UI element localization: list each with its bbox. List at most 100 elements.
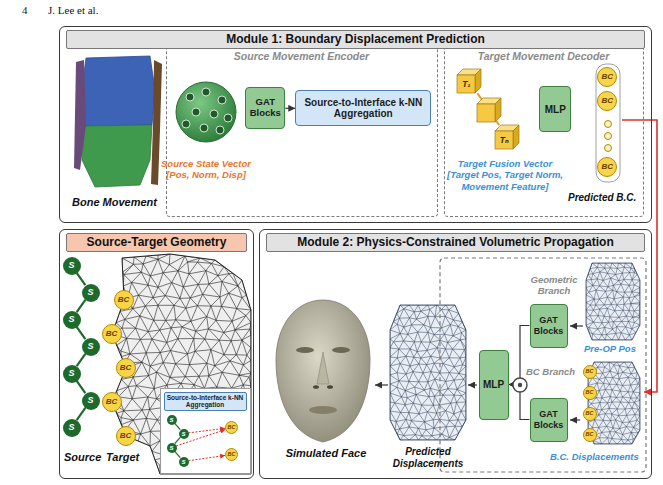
- cube-label: Tₙ: [495, 131, 513, 149]
- bone-left: [74, 60, 86, 170]
- process-box: MLP: [479, 350, 509, 420]
- face-eye: [296, 347, 314, 353]
- triangle-mesh: [586, 263, 640, 340]
- process-box: GAT Blocks: [530, 304, 568, 348]
- page-header: 4: [22, 4, 28, 17]
- connector: [175, 437, 180, 443]
- mesh-edges: [586, 263, 640, 340]
- inset-heading: Source-to-Interface k-NN Aggregation: [164, 392, 247, 412]
- source-cluster: [176, 82, 236, 142]
- bc-node: BC: [102, 324, 122, 344]
- source-node: S: [179, 457, 189, 467]
- cluster-point: [210, 110, 218, 118]
- connector: [77, 381, 86, 393]
- node-label: BC: [602, 73, 614, 81]
- bc-node: BC: [597, 157, 617, 177]
- cube-side: [495, 98, 501, 122]
- figure-label: Geometric Branch: [526, 274, 582, 297]
- panel-title: Source-Target Geometry: [66, 233, 247, 252]
- mesh-outline: [390, 305, 466, 440]
- cube-side: [475, 69, 481, 93]
- face-nose: [317, 352, 329, 384]
- bc-node: BC: [116, 426, 136, 446]
- lower-tissue: [82, 125, 152, 187]
- source-node: S: [167, 443, 177, 453]
- mesh-fill: [586, 263, 640, 340]
- cluster-disc: [176, 82, 236, 142]
- process-box: GAT Blocks: [530, 398, 568, 442]
- node-label: BC: [118, 296, 130, 304]
- simulated-face-picture: [276, 300, 370, 442]
- mesh-edges: [390, 305, 466, 440]
- inset-box: SSSSBCBCSource-to-Interface k-NN Aggrega…: [160, 388, 251, 474]
- figure-label: Target: [106, 451, 139, 464]
- box-label: MLP: [545, 104, 566, 116]
- figure-label: Predicted B.C.: [568, 192, 636, 204]
- group-box: GAT Blocks Source-to-Interface k-NN Aggre…: [166, 46, 438, 217]
- box-label: MLP: [483, 379, 504, 391]
- cluster-point: [186, 93, 194, 101]
- group-heading: Source Movement Encoder: [167, 50, 437, 62]
- module-panel: GAT Blocks Source-to-Interface k-NN Aggre…: [59, 26, 652, 223]
- node-label: S: [68, 423, 74, 432]
- node-label: S: [87, 396, 93, 405]
- mesh-outline: [112, 254, 251, 474]
- mesh-fill: [390, 305, 466, 440]
- face-nostril: [313, 385, 319, 389]
- bc-node: BC: [597, 91, 617, 111]
- figure-label: B.C. Displacements: [550, 451, 639, 462]
- source-node: S: [82, 284, 100, 302]
- process-box: Source-to-Interface k-NN Aggregation: [295, 90, 431, 126]
- cube-front: [477, 104, 495, 122]
- face-nostril: [327, 385, 333, 389]
- face-lips: [309, 406, 337, 414]
- cluster-point: [216, 126, 224, 134]
- source-node: S: [82, 338, 100, 356]
- node-label: BC: [120, 432, 132, 440]
- triangle-mesh: [390, 305, 466, 440]
- connector: [285, 108, 295, 109]
- bc-node: BC: [583, 365, 597, 379]
- connector: [188, 455, 225, 460]
- source-node: S: [167, 415, 177, 425]
- flow-arrow: [570, 325, 583, 326]
- figure-label: Source: [64, 451, 101, 464]
- bone-right: [151, 60, 162, 185]
- mesh-edges: [112, 254, 251, 474]
- group-heading: Target Movement Decoder: [445, 50, 643, 62]
- bc-node: BC: [114, 290, 134, 310]
- connector: [77, 273, 86, 285]
- box-label: GAT Blocks: [248, 97, 282, 119]
- bc-node: BC: [583, 386, 597, 400]
- node-label: S: [181, 431, 185, 437]
- figure-label: Target Fusion Vector [Target Pos, Target…: [446, 158, 564, 192]
- feature-cube: T₁: [457, 69, 481, 93]
- face-surface: [276, 300, 370, 442]
- mesh-fill: [112, 254, 251, 474]
- cluster-point: [182, 120, 190, 128]
- connector: [175, 451, 180, 457]
- node-label: BC: [586, 432, 594, 438]
- bc-node: BC: [597, 67, 617, 87]
- source-node: S: [179, 429, 189, 439]
- node-label: BC: [228, 425, 236, 431]
- connector: [77, 354, 86, 366]
- flow-arrow: [375, 384, 388, 385]
- branch-group: [440, 258, 646, 472]
- node-label: S: [181, 459, 185, 465]
- cluster-point: [192, 108, 200, 116]
- ellipsis-node: [605, 121, 612, 128]
- node-label: BC: [586, 390, 594, 396]
- source-node: S: [63, 257, 81, 275]
- cube-front: [495, 131, 513, 149]
- box-label: Source-to-Interface k-NN Aggregation: [298, 97, 428, 120]
- cluster-point: [224, 114, 232, 122]
- face-eye: [332, 347, 350, 353]
- figure-label: BC Branch: [526, 366, 575, 377]
- feature-cube-middle: [477, 98, 501, 122]
- figure-label: Pre-OP Pos: [584, 343, 636, 354]
- flow-arrow: [468, 384, 477, 385]
- cluster-point: [218, 96, 226, 104]
- node-label: BC: [586, 369, 594, 375]
